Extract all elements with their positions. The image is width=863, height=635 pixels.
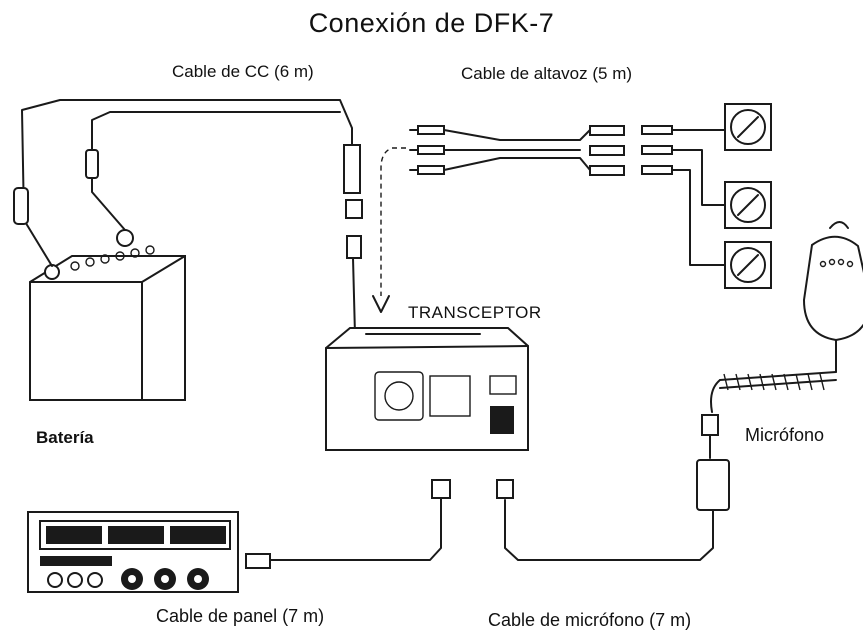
diagram-title: Conexión de DFK-7 — [308, 8, 555, 38]
fuse-holder — [85, 149, 99, 179]
arrow-to-transceiver — [380, 147, 406, 296]
battery-label: Batería — [36, 428, 94, 447]
battery — [29, 229, 186, 401]
mic-connector — [496, 479, 514, 499]
mic-cable — [496, 459, 730, 561]
control-panel — [27, 511, 239, 593]
arrow-head-icon — [372, 295, 390, 313]
speaker-cable — [409, 125, 726, 266]
mic-interface-box — [696, 459, 730, 511]
mic-cable-label: Cable de micrófono (7 m) — [488, 610, 692, 630]
speaker — [724, 103, 772, 151]
speaker — [724, 241, 772, 289]
dc-cable-label: Cable de CC (6 m) — [172, 62, 314, 81]
dc-plug — [345, 199, 363, 219]
speaker — [724, 181, 772, 229]
dc-cable — [13, 99, 363, 336]
panel-cable-label: Cable de panel (7 m) — [156, 606, 325, 626]
transceiver — [325, 327, 529, 451]
microphone-label: Micrófono — [745, 425, 825, 445]
fuse-holder — [13, 187, 29, 225]
panel-cable — [245, 479, 451, 569]
transceiver-label: TRANSCEPTOR — [408, 303, 542, 322]
panel-connector — [431, 479, 451, 499]
mic-plug — [701, 414, 719, 436]
microphone — [701, 221, 863, 459]
speaker-cable-label: Cable de altavoz (5 m) — [461, 64, 633, 83]
dc-socket — [346, 235, 362, 259]
